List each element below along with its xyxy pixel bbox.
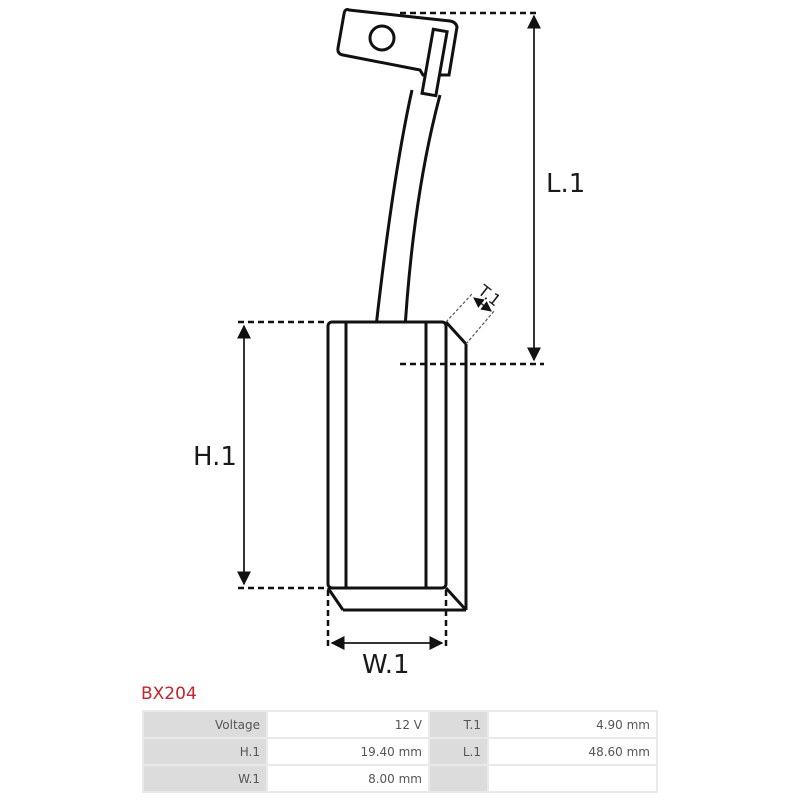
carbon-brush-diagram: L.1 H.1 W.1 T.1 xyxy=(193,8,585,680)
label-h1: H.1 xyxy=(193,442,237,472)
spec-key: T.1 xyxy=(430,712,487,737)
brush-block xyxy=(326,320,468,612)
spec-value: 8.00 mm xyxy=(268,766,428,791)
dimension-l1: L.1 xyxy=(400,11,585,366)
spec-value: 48.60 mm xyxy=(489,739,656,764)
table-row: W.1 8.00 mm xyxy=(144,766,656,791)
spec-key-empty xyxy=(430,766,487,791)
label-w1: W.1 xyxy=(362,650,410,680)
dimension-h1: H.1 xyxy=(193,320,328,590)
spec-table: Voltage 12 V T.1 4.90 mm H.1 19.40 mm L.… xyxy=(142,710,658,793)
table-row: H.1 19.40 mm L.1 48.60 mm xyxy=(144,739,656,764)
dimension-t1: T.1 xyxy=(445,280,505,345)
table-row: Voltage 12 V T.1 4.90 mm xyxy=(144,712,656,737)
spec-value: 4.90 mm xyxy=(489,712,656,737)
terminal-lug xyxy=(336,8,459,98)
label-l1: L.1 xyxy=(546,169,585,199)
spec-value: 19.40 mm xyxy=(268,739,428,764)
spec-value-empty xyxy=(489,766,656,791)
spec-key: L.1 xyxy=(430,739,487,764)
label-t1: T.1 xyxy=(474,280,505,310)
spec-value: 12 V xyxy=(268,712,428,737)
spec-key: H.1 xyxy=(144,739,266,764)
spec-key: W.1 xyxy=(144,766,266,791)
spec-key: Voltage xyxy=(144,712,266,737)
dimension-w1: W.1 xyxy=(326,590,448,680)
part-code-title: BX204 xyxy=(141,684,197,704)
